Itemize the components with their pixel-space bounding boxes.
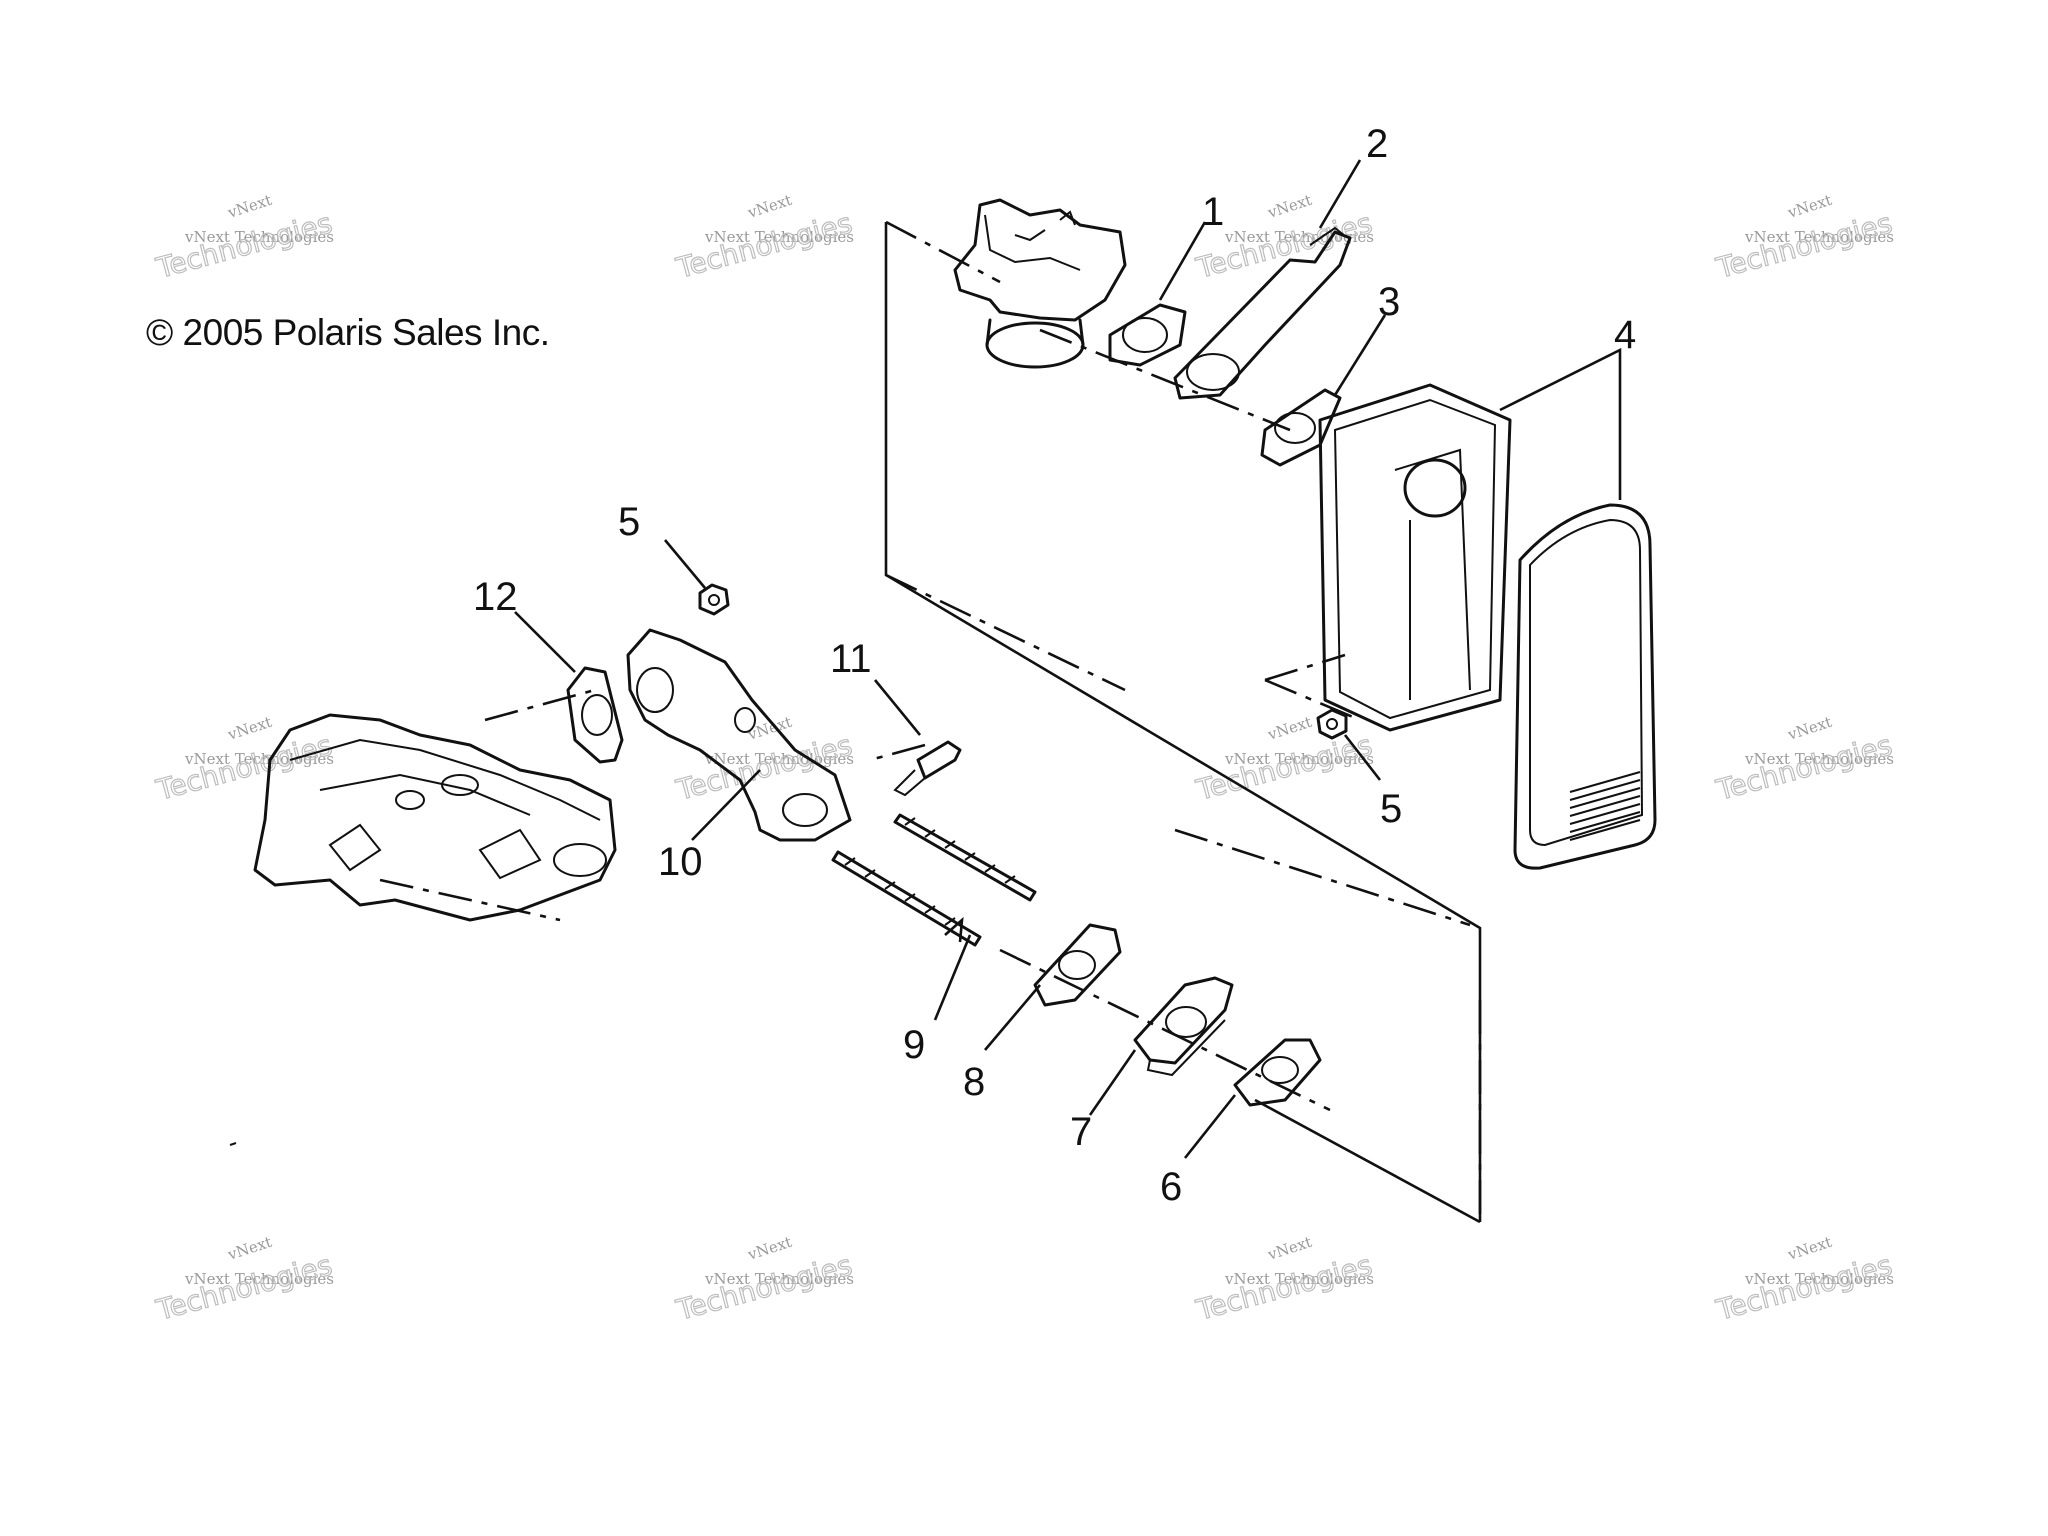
watermark: vNext vNext Technologies Technologies [1712, 1233, 1896, 1328]
callout-6: 6 [1160, 1165, 1182, 1209]
svg-text:vNext Technologies: vNext Technologies [1224, 750, 1374, 768]
stud-lower [831, 850, 982, 947]
svg-text:vNext: vNext [225, 713, 274, 744]
callout-1: 1 [1202, 190, 1224, 234]
watermark-grid: vNext vNext Technologies Technologies vN… [152, 191, 1896, 1328]
callout-10: 10 [658, 840, 703, 884]
filter-cover [1513, 503, 1657, 870]
svg-text:vNext Technologies: vNext Technologies [704, 1270, 854, 1288]
watermark: vNext vNext Technologies Technologies [672, 191, 856, 286]
callout-11: 11 [830, 637, 872, 681]
svg-text:vNext Technologies: vNext Technologies [1744, 1270, 1894, 1288]
nut-upper [698, 583, 730, 616]
svg-text:vNext Technologies: vNext Technologies [704, 228, 854, 246]
stud-upper [893, 813, 1037, 902]
svg-text:vNext Technologies: vNext Technologies [184, 228, 334, 246]
svg-text:vNext Technologies: vNext Technologies [184, 750, 334, 768]
spacer [1133, 976, 1234, 1077]
svg-text:vNext: vNext [1785, 191, 1834, 222]
callout-3: 3 [1378, 280, 1400, 324]
svg-text:vNext: vNext [745, 191, 794, 222]
copyright-notice: © 2005 Polaris Sales Inc. [146, 312, 550, 353]
carburetor [953, 198, 1127, 369]
carburetor-gasket [1108, 303, 1187, 367]
intake-manifold [626, 628, 852, 842]
air-box [1318, 383, 1512, 732]
callout-labels: 1 2 3 4 5 5 6 7 8 9 10 11 12 [473, 122, 1636, 1209]
heat-plate [1173, 226, 1352, 400]
svg-text:vNext: vNext [1265, 713, 1314, 744]
airbox-gasket [1260, 388, 1342, 467]
callout-4: 4 [1614, 313, 1636, 357]
svg-text:vNext: vNext [1785, 713, 1834, 744]
callout-5-upper: 5 [618, 500, 640, 544]
callout-2: 2 [1366, 122, 1388, 166]
callout-7: 7 [1070, 1110, 1092, 1154]
callout-12: 12 [473, 575, 518, 619]
svg-text:vNext: vNext [225, 1233, 274, 1264]
nut-lower [1316, 708, 1348, 740]
watermark: vNext vNext Technologies Technologies [152, 1233, 336, 1328]
stray-mark [229, 1142, 237, 1146]
svg-text:vNext: vNext [745, 1233, 794, 1264]
callout-8: 8 [963, 1060, 985, 1104]
svg-text:vNext: vNext [225, 191, 274, 222]
svg-text:vNext Technologies: vNext Technologies [1744, 228, 1894, 246]
assembly-outline [379, 220, 1482, 1224]
svg-text:vNext: vNext [1785, 1233, 1834, 1264]
watermark: vNext vNext Technologies Technologies [152, 191, 336, 286]
intake-gasket [566, 666, 624, 764]
watermark: vNext vNext Technologies Technologies [672, 1233, 856, 1328]
leader-lines [514, 159, 1622, 1159]
svg-text:vNext Technologies: vNext Technologies [1224, 1270, 1374, 1288]
watermark: vNext vNext Technologies Technologies [1712, 713, 1896, 808]
watermark: vNext vNext Technologies Technologies [1192, 1233, 1376, 1328]
svg-text:vNext: vNext [1265, 191, 1314, 222]
bolt [893, 740, 962, 797]
watermark: vNext vNext Technologies Technologies [1712, 191, 1896, 286]
watermark: vNext vNext Technologies Technologies [1192, 713, 1376, 808]
callout-5-lower: 5 [1380, 787, 1402, 831]
watermark: vNext vNext Technologies Technologies [672, 713, 856, 808]
cylinder-head [253, 713, 617, 922]
carburetor-base-gasket [1233, 1038, 1322, 1107]
watermark: vNext vNext Technologies Technologies [152, 713, 336, 808]
svg-text:vNext Technologies: vNext Technologies [1744, 750, 1894, 768]
callout-9: 9 [903, 1023, 925, 1067]
svg-text:vNext: vNext [1265, 1233, 1314, 1264]
spacer-gasket [1033, 923, 1122, 1007]
svg-text:vNext Technologies: vNext Technologies [184, 1270, 334, 1288]
